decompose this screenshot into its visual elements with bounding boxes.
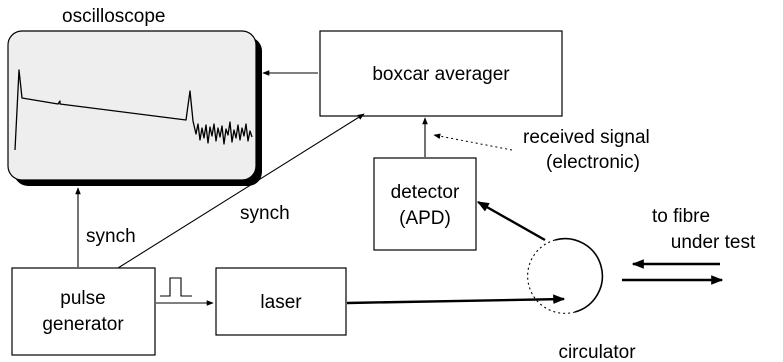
circulator-solid-arc xyxy=(554,237,604,313)
fibre-label-line1: to fibre xyxy=(652,206,710,227)
circulator: circulator xyxy=(527,237,636,362)
synch-label-left: synch xyxy=(86,226,136,247)
received-signal-label-line1: received signal xyxy=(523,127,650,148)
pulse-shape-icon xyxy=(160,277,192,297)
received-signal-label-line2: (electronic) xyxy=(546,152,640,173)
circulator-to-detector-arrow xyxy=(476,200,546,242)
laser-to-circulator-arrow xyxy=(346,294,566,305)
fibre-label-line2: under test xyxy=(671,232,756,253)
pulse-generator-box xyxy=(11,267,156,356)
synch-label-diagonal: synch xyxy=(240,203,290,224)
detector-box xyxy=(373,157,477,251)
detector-label-line2: (APD) xyxy=(399,208,451,229)
oscilloscope-screen xyxy=(7,30,257,181)
pulse-generator-label-line1: pulse xyxy=(60,288,105,309)
laser: laser xyxy=(215,267,347,336)
synch-to-boxcar-arrow xyxy=(117,113,365,269)
detector-label-line1: detector xyxy=(391,182,460,203)
trace-waveform xyxy=(14,69,253,151)
pulse-generator-label-line2: generator xyxy=(42,314,124,335)
detector: detector (APD) xyxy=(373,157,477,251)
oscilloscope-label: oscilloscope xyxy=(62,6,166,27)
circulator-dashed-arc xyxy=(527,239,576,314)
boxcar-box xyxy=(319,30,563,117)
oscilloscope: oscilloscope xyxy=(7,6,262,186)
boxcar-averager: boxcar averager xyxy=(319,30,563,117)
boxcar-label: boxcar averager xyxy=(372,64,510,85)
laser-label: laser xyxy=(260,292,302,313)
laser-box xyxy=(215,267,347,336)
received-signal-pointer xyxy=(433,133,513,151)
circulator-label: circulator xyxy=(558,342,636,362)
pulse-generator: pulse generator xyxy=(11,267,156,356)
